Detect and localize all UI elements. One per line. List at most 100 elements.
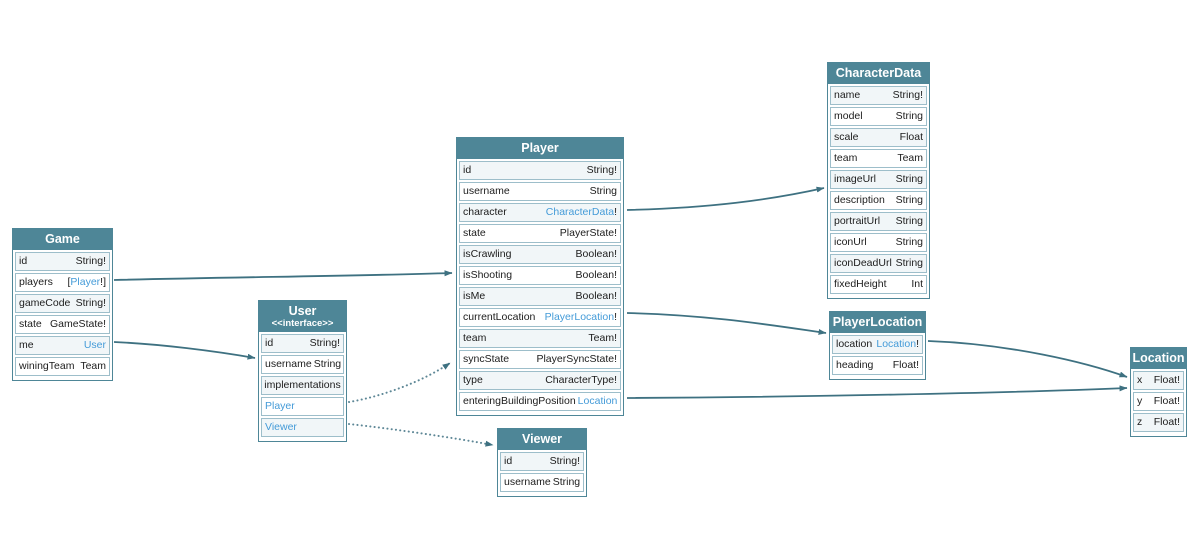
field-type: Location!	[876, 336, 919, 353]
field-type: Boolean!	[576, 288, 617, 305]
section-row[interactable]: implementations	[261, 376, 344, 395]
type-link[interactable]: Location	[577, 395, 618, 407]
type-text: PlayerSyncState!	[536, 353, 617, 365]
field-row[interactable]: syncState PlayerSyncState!	[459, 350, 621, 369]
field-name: team	[463, 332, 487, 344]
field-name: location	[836, 338, 873, 350]
field-type: Float!	[1154, 393, 1180, 410]
field-name: username	[265, 358, 312, 370]
field-type: CharacterData!	[546, 204, 617, 221]
type-text: String	[313, 358, 342, 370]
field-name: model	[834, 110, 863, 122]
type-link[interactable]: Player	[265, 400, 295, 412]
field-name: username	[463, 185, 510, 197]
type-link[interactable]: CharacterData	[545, 206, 615, 218]
implementation-row[interactable]: Viewer	[261, 418, 344, 437]
edge-player-enteringbuildingposition-to-location[interactable]	[626, 385, 1128, 399]
field-row[interactable]: isMe Boolean!	[459, 287, 621, 306]
table-title: User	[288, 304, 317, 318]
field-name: z	[1137, 416, 1143, 428]
field-name: portraitUrl	[834, 215, 881, 227]
field-type: String	[896, 108, 923, 125]
edge-game-me-to-user[interactable]	[113, 341, 256, 360]
field-name: currentLocation	[463, 311, 536, 323]
field-type: Boolean!	[576, 246, 617, 263]
edge-game-players-to-player[interactable]	[113, 270, 453, 281]
table-header-viewer[interactable]: Viewer	[498, 429, 586, 450]
type-link[interactable]: Viewer	[265, 421, 297, 433]
table-header-player[interactable]: Player	[457, 138, 623, 159]
field-row[interactable]: portraitUrl String	[830, 212, 927, 231]
field-name: isMe	[463, 290, 486, 302]
field-type: Float!	[893, 357, 919, 374]
table-header-game[interactable]: Game	[13, 229, 112, 250]
type-text: Boolean!	[575, 290, 617, 302]
type-text: Boolean!	[575, 269, 617, 281]
field-type: String	[896, 213, 923, 230]
table-header-user[interactable]: User<<interface>>	[259, 301, 346, 332]
field-name: y	[1137, 395, 1143, 407]
table-header-characterdata[interactable]: CharacterData	[828, 63, 929, 84]
edge-user-implementation-player[interactable]	[348, 362, 451, 403]
table-title: Player	[521, 141, 559, 155]
field-row[interactable]: team Team!	[459, 329, 621, 348]
edge-player-character-to-characterdata[interactable]	[626, 186, 825, 211]
field-row[interactable]: players[Player!]	[15, 273, 110, 292]
type-link[interactable]: User	[83, 339, 106, 351]
edge-player-currentlocation-to-playerlocation[interactable]	[626, 312, 827, 335]
table-header-location[interactable]: Location	[1131, 348, 1186, 369]
type-link[interactable]: PlayerLocation	[544, 311, 615, 323]
field-name: syncState	[463, 353, 510, 365]
implementation-row[interactable]: Player	[261, 397, 344, 416]
type-text: Float!	[892, 359, 919, 371]
field-name: id	[265, 337, 274, 349]
type-link[interactable]: Location	[876, 338, 917, 350]
field-row[interactable]: y Float!	[1133, 392, 1184, 411]
type-link[interactable]: Player	[70, 276, 101, 288]
field-row[interactable]: model String	[830, 107, 927, 126]
type-text: Team	[897, 152, 923, 164]
field-name: me	[19, 339, 34, 351]
type-text: String	[895, 110, 923, 122]
field-row[interactable]: me User	[15, 336, 110, 355]
field-name: winingTeam	[19, 360, 75, 372]
field-row[interactable]: id String!	[261, 334, 344, 353]
table-header-playerlocation[interactable]: PlayerLocation	[830, 312, 925, 333]
edge-playerlocation-location-to-location[interactable]	[927, 340, 1128, 378]
field-type: String!	[310, 335, 340, 352]
type-text: String	[552, 476, 581, 488]
type-text: String	[895, 236, 923, 248]
type-text: Team!	[588, 332, 617, 344]
edge-user-implementation-viewer[interactable]	[348, 423, 494, 447]
